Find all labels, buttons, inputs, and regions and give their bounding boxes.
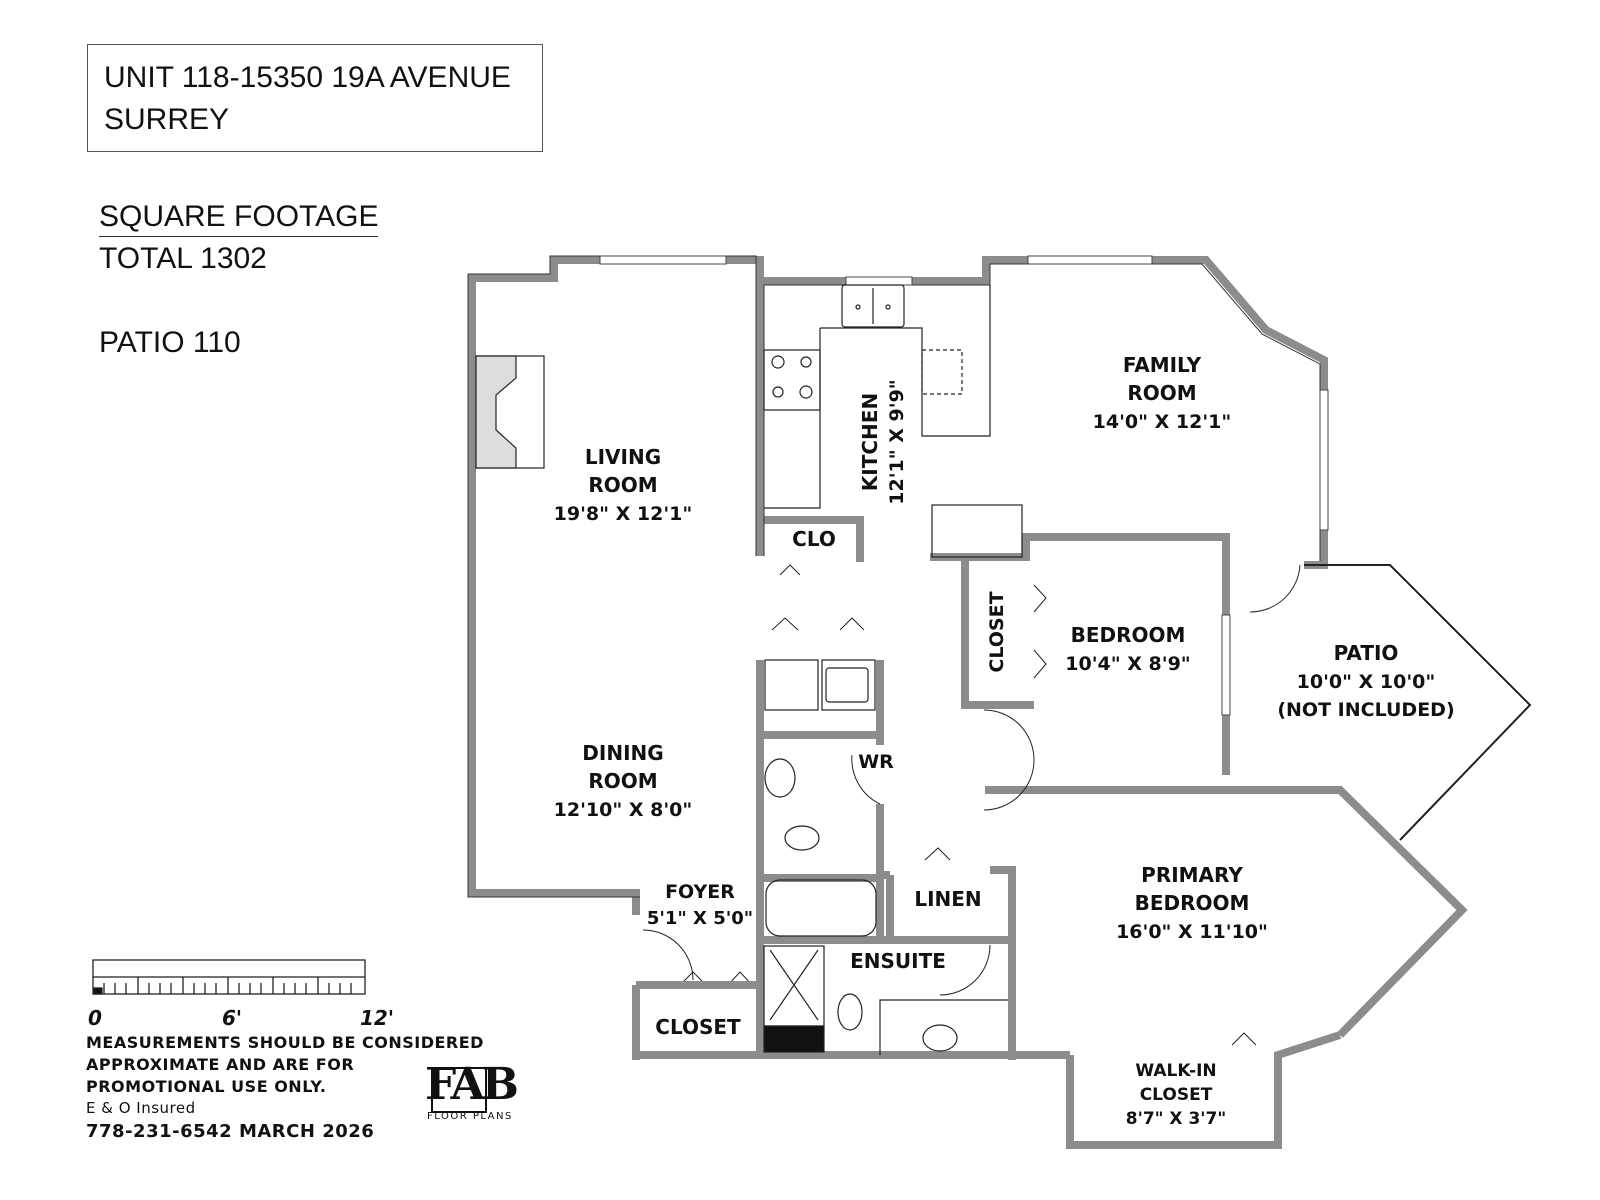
disclaimer-line-3: PROMOTIONAL USE ONLY.	[86, 1077, 327, 1096]
insured-note: E & O Insured	[86, 1099, 196, 1117]
laundry-fixtures	[764, 659, 876, 711]
dining-room-label-2: ROOM	[588, 769, 657, 793]
walk-in-closet-label: WALK-IN	[1135, 1061, 1216, 1081]
walls	[468, 256, 1468, 1149]
fireplace-icon	[475, 355, 545, 469]
scale-label-6: 6'	[222, 1006, 243, 1030]
disclaimer-line-1: MEASUREMENTS SHOULD BE CONSIDERED	[86, 1033, 484, 1052]
total-square-footage: TOTAL 1302	[99, 242, 267, 275]
walk-in-closet-size: 8'7" X 3'7"	[1126, 1109, 1226, 1129]
dining-room-size: 12'10" X 8'0"	[554, 799, 693, 821]
logo-subtitle: FLOOR PLANS	[427, 1111, 513, 1122]
walk-in-closet-label-2: CLOSET	[1140, 1085, 1213, 1105]
family-room-label-2: ROOM	[1127, 381, 1196, 405]
clo-label: CLO	[792, 527, 836, 551]
bedroom-label: BEDROOM	[1071, 623, 1186, 647]
living-room-label: LIVING	[585, 445, 661, 469]
foyer-size: 5'1" X 5'0"	[647, 908, 753, 929]
linen-label: LINEN	[914, 887, 981, 911]
doors	[642, 564, 1301, 1046]
fab-logo: FAB FLOOR PLANS	[425, 1063, 537, 1123]
bathroom-fixtures	[763, 758, 1008, 1055]
patio-note: (NOT INCLUDED)	[1277, 699, 1454, 721]
logo-mark: FAB	[425, 1059, 519, 1110]
primary-bedroom-label: PRIMARY	[1141, 863, 1243, 887]
square-footage-heading: SQUARE FOOTAGE	[99, 200, 379, 237]
ensuite-label: ENSUITE	[850, 949, 946, 973]
address-box: UNIT 118-15350 19A AVENUE SURREY	[87, 44, 543, 152]
family-room-size: 14'0" X 12'1"	[1093, 411, 1232, 433]
family-room-label: FAMILY	[1123, 353, 1202, 377]
scale-bar	[92, 959, 366, 995]
patio-size: 10'0" X 10'0"	[1297, 671, 1436, 693]
bedroom-closet-label: CLOSET	[986, 591, 1008, 672]
dining-room-label: DINING	[582, 741, 663, 765]
kitchen-fixtures	[763, 284, 1023, 558]
kitchen-label: KITCHEN	[858, 393, 882, 491]
patio-label: PATIO	[1334, 641, 1399, 665]
bedroom-size: 10'4" X 8'9"	[1065, 653, 1190, 675]
primary-bedroom-label-2: BEDROOM	[1135, 891, 1250, 915]
logo-frame	[431, 1067, 487, 1113]
primary-bedroom-size: 16'0" X 11'10"	[1116, 921, 1268, 943]
foyer-closet-label: CLOSET	[655, 1015, 741, 1039]
patio-square-footage: PATIO 110	[99, 326, 241, 359]
scale-label-12: 12'	[360, 1006, 394, 1030]
address-line-1: UNIT 118-15350 19A AVENUE	[104, 61, 511, 94]
wr-label: WR	[858, 751, 894, 773]
patio-outline	[1304, 564, 1532, 841]
disclaimer-line-2: APPROXIMATE AND ARE FOR	[86, 1055, 355, 1074]
windows	[599, 255, 1329, 716]
foyer-label: FOYER	[665, 881, 735, 903]
kitchen-size: 12'1" X 9'9"	[886, 379, 908, 504]
address-line-2: SURREY	[104, 103, 230, 136]
contact-line: 778-231-6542 MARCH 2026	[86, 1121, 375, 1142]
room-labels: LIVING ROOM 19'8" X 12'1" KITCHEN 12'1" …	[554, 353, 1455, 1129]
living-room-size: 19'8" X 12'1"	[554, 503, 693, 525]
living-room-label-2: ROOM	[588, 473, 657, 497]
scale-label-0: 0	[88, 1006, 102, 1030]
